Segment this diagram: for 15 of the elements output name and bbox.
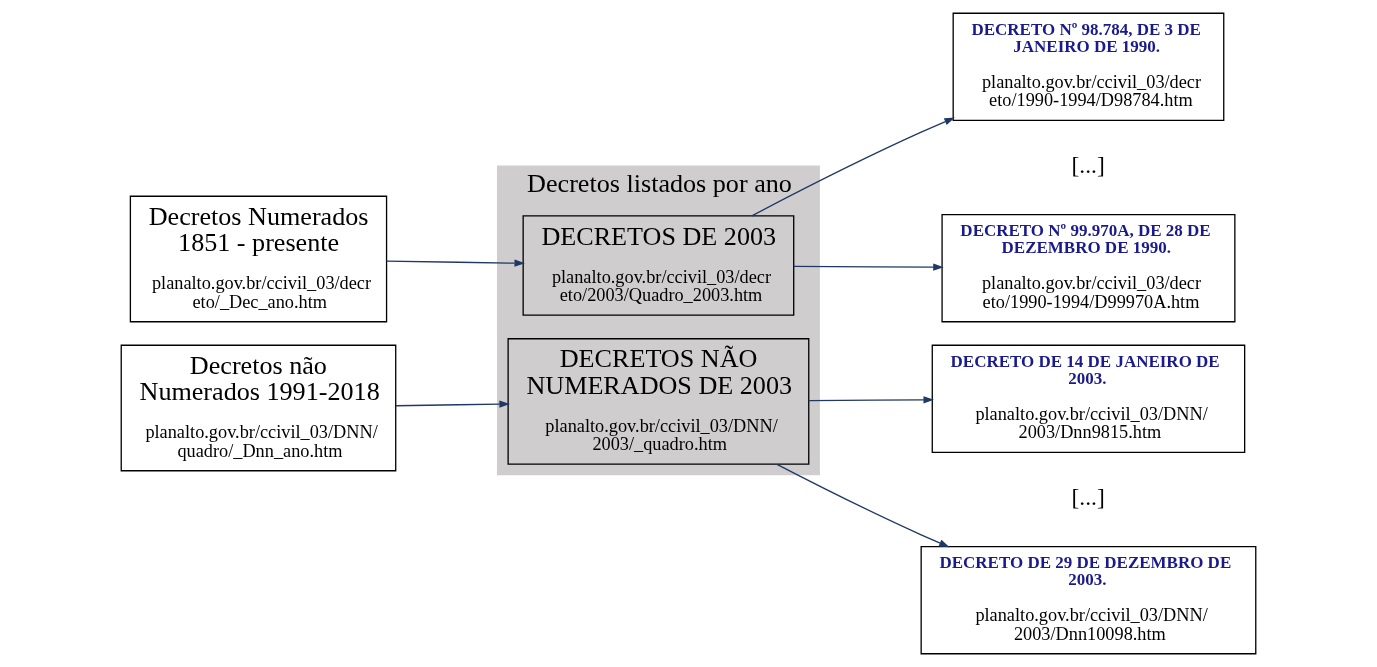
node-box: DECRETO DE 29 DE DEZEMBRO DE 2003. planalto.gov.br/ccivil_03/DNN/2003/Dnn10098.htm (920, 545, 1257, 655)
arrow (395, 400, 510, 408)
node-box: Decretos não Numerados 1991-2018 planalto.gov.br/ccivil_03/DNN/quadro/_Dnn_ano.htm (120, 344, 397, 472)
arrow (808, 396, 934, 404)
label: [...] (1071, 484, 1105, 511)
arrow (793, 263, 944, 271)
arrow (385, 259, 525, 267)
node-box: DECRETOS NÃO NUMERADOS DE 2003 planalto.gov.br/ccivil_03/DNN/2003/_quadro.htm (507, 338, 810, 465)
label: [...] (1071, 152, 1105, 179)
node-box: DECRETO Nº 98.784, DE 3 DE JANEIRO DE 1990. planalto.gov.br/ccivil_03/decreto/1990-1994/D98784.htm (952, 12, 1225, 122)
node-box: Decretos Numerados 1851 - presente planalto.gov.br/ccivil_03/decreto/_Dec_ano.htm (129, 195, 388, 323)
node-box: DECRETO DE 14 DE JANEIRO DE 2003. planalto.gov.br/ccivil_03/DNN/2003/Dnn9815.htm (931, 344, 1246, 454)
arrow (751, 117, 955, 217)
node-box: DECRETO Nº 99.970A, DE 28 DE DEZEMBRO DE 1990. planalto.gov.br/ccivil_03/decreto/1990-1994/D99970A.htm (941, 213, 1236, 323)
node-box: DECRETOS DE 2003 planalto.gov.br/ccivil_03/decreto/2003/Quadro_2003.htm (522, 215, 795, 316)
